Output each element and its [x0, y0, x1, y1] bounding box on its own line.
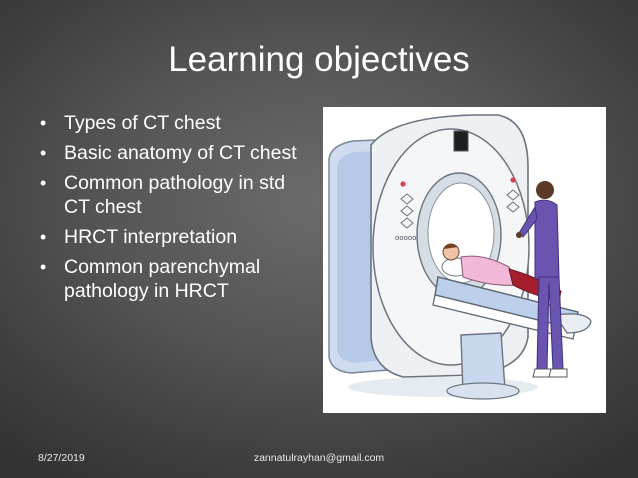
bullet-icon: •: [40, 227, 47, 247]
bullet-list: • Types of CT chest • Basic anatomy of CT …: [38, 111, 313, 309]
bullet-item: • HRCT interpretation: [38, 225, 313, 249]
bullet-item: • Common parenchymal pathology in HRCT: [38, 255, 313, 303]
bullet-icon: •: [40, 257, 47, 277]
ct-scanner-image: ooooo: [323, 107, 606, 413]
bullet-item: • Types of CT chest: [38, 111, 313, 135]
bullet-text: HRCT interpretation: [64, 226, 238, 248]
footer-email: zannatulrayhan@gmail.com: [253, 452, 385, 464]
bullet-text: Basic anatomy of CT chest: [64, 142, 297, 164]
bullet-icon: •: [40, 113, 47, 133]
bullet-text: Types of CT chest: [64, 112, 221, 134]
bullet-item: • Common pathology in std CT chest: [38, 171, 313, 219]
ct-scanner-illustration: ooooo: [328, 114, 592, 400]
bullet-text: Common pathology in std CT chest: [64, 172, 286, 218]
bullet-text: Common parenchymal pathology in HRCT: [64, 256, 261, 302]
footer-date: 8/27/2019: [38, 452, 85, 464]
bullet-icon: •: [40, 143, 47, 163]
bullet-icon: •: [40, 173, 47, 193]
slide-title: Learning objectives: [168, 40, 470, 79]
keypad-label: ooooo: [395, 234, 416, 242]
bullet-item: • Basic anatomy of CT chest: [38, 141, 313, 165]
